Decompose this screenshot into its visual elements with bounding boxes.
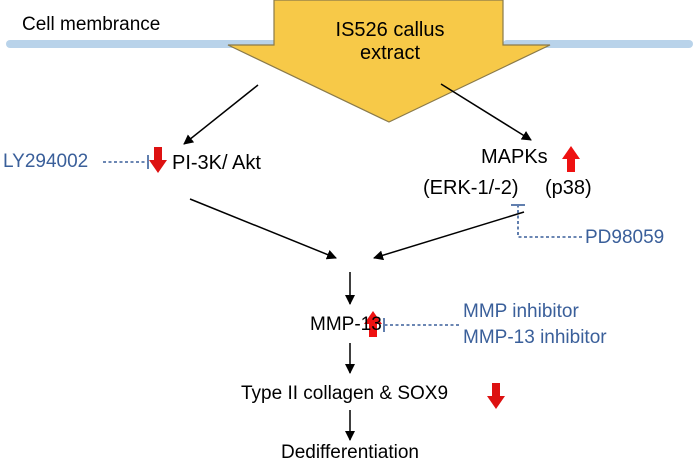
cell-membrane-left — [6, 40, 281, 48]
cell-membrane-label: Cell membrance — [22, 14, 161, 35]
inhibition-mmp — [383, 318, 459, 332]
mmp-inhibitor-label: MMP inhibitor — [463, 301, 579, 322]
pi3k-down-arrow-icon — [149, 147, 167, 173]
extract-block-arrow — [227, 0, 551, 123]
arrow-extract-to-mapks — [440, 83, 532, 141]
mmp13-inhibitor-label: MMP-13 inhibitor — [463, 327, 607, 348]
dedifferentiation-label: Dedifferentiation — [280, 442, 420, 463]
collagen-sox9-label: Type II collagen & SOX9 — [241, 383, 449, 404]
inhibition-ly294002 — [103, 155, 149, 169]
pi3k-akt-label: PI-3K/ Akt — [172, 152, 261, 174]
collagen-down-arrow-icon — [487, 383, 505, 409]
arrow-pi3k-to-center — [189, 198, 337, 260]
erk-label: (ERK-1/-2) — [423, 177, 519, 199]
pd98059-label: PD98059 — [585, 227, 665, 248]
inhibition-pd98059 — [511, 204, 582, 238]
arrow-mapks-to-center — [373, 211, 525, 261]
extract-label-line2: extract — [359, 42, 421, 64]
ly294002-label: LY294002 — [3, 151, 89, 172]
extract-label-line1: IS526 callus — [335, 19, 445, 41]
mapks-label: MAPKs — [481, 146, 548, 168]
cell-membrane-right — [503, 40, 693, 48]
mapks-up-arrow-icon — [562, 146, 580, 172]
mmp13-label: MMP-13 — [310, 314, 382, 335]
arrow-extract-to-pi3k — [183, 84, 259, 145]
p38-label: (p38) — [545, 177, 592, 199]
mmp13-up-arrow-icon — [364, 311, 382, 337]
